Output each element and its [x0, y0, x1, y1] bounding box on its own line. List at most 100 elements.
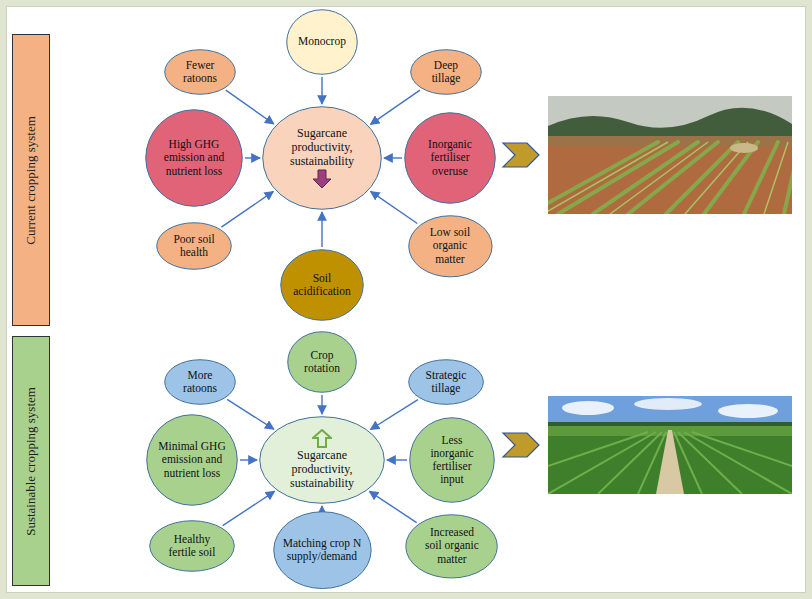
field-photo-current [548, 96, 792, 214]
node-label: Soil acidification [290, 272, 354, 298]
connector-arrow [387, 459, 407, 460]
node-outline [165, 50, 236, 95]
node-label: Minimal GHG emission and nutrient loss [157, 440, 227, 480]
connector-arrow [221, 191, 273, 227]
factor-circle: Crop rotation [287, 331, 357, 393]
node-label: Deep tillage [426, 59, 466, 85]
connector-arrow [321, 506, 322, 509]
node-content: Soil acidification [290, 272, 354, 298]
connector-arrow [227, 399, 274, 429]
node-content: More ratoons [180, 369, 220, 395]
node-outline [13, 337, 50, 586]
node-outline [405, 113, 496, 204]
connector-arrow [223, 491, 275, 525]
node-outline [146, 110, 243, 207]
system-band: Sustainable cropping system [12, 336, 50, 586]
node-outline [260, 417, 385, 504]
node-outline [157, 223, 232, 270]
factor-circle: Inorganic fertiliser overuse [404, 112, 496, 204]
node-outline [165, 360, 236, 405]
factor-ellipse: Healthy fertile soil [149, 520, 235, 572]
factor-ellipse: Low soil organic matter [408, 215, 493, 278]
node-content: High GHG emission and nutrient loss [162, 138, 226, 178]
node-content: Sustainable cropping system [0, 454, 105, 469]
factor-circle: Soil acidification [280, 249, 364, 321]
node-outline [281, 250, 364, 321]
node-label: Crop rotation [301, 349, 343, 375]
connector-arrow [384, 157, 402, 158]
connector-arrow [371, 191, 418, 223]
node-content: Strategic tillage [423, 369, 469, 395]
node-label: Low soil organic matter [425, 226, 475, 266]
node-outline [410, 418, 495, 503]
node-content: Low soil organic matter [425, 226, 475, 266]
node-content: Sugarcane productivity, sustainability [287, 429, 357, 490]
node-content: Fewer ratoons [180, 59, 220, 85]
node-outline [147, 415, 238, 506]
down-arrow-symbol [313, 170, 331, 188]
node-label: Fewer ratoons [180, 59, 220, 85]
chevron-arrow [503, 433, 539, 457]
factor-ellipse: More ratoons [164, 359, 236, 405]
factor-circle: Monocrop [286, 9, 358, 75]
band-label: Current cropping system [24, 116, 39, 245]
node-outline [263, 107, 382, 210]
node-label: Matching crop N supply/demand [281, 537, 363, 563]
chevron-arrow [503, 143, 539, 167]
outcome-ellipse: Sugarcane productivity, sustainability [262, 106, 382, 210]
node-label: Sugarcane productivity, sustainability [287, 449, 357, 490]
factor-ellipse: Increased soil organic matter [405, 514, 498, 579]
factor-circle: Less inorganic fertiliser input [409, 417, 495, 503]
node-outline [409, 360, 484, 405]
factor-circle: Minimal GHG emission and nutrient loss [146, 414, 238, 506]
node-label: Increased soil organic matter [423, 526, 481, 566]
band-label: Sustainable cropping system [24, 387, 39, 536]
node-content: Inorganic fertiliser overuse [424, 138, 476, 178]
node-content: Crop rotation [301, 349, 343, 375]
factor-circle: Matching crop N supply/demand [273, 511, 372, 589]
system-band: Current cropping system [12, 34, 50, 326]
factor-circle: High GHG emission and nutrient loss [145, 109, 243, 207]
node-content: Sugarcane productivity, sustainability [287, 127, 357, 188]
down-arrow-symbol [312, 169, 332, 189]
node-label: Strategic tillage [423, 369, 469, 395]
node-label: Monocrop [292, 35, 352, 48]
connector-arrow [321, 395, 322, 414]
node-content: Healthy fertile soil [166, 533, 218, 559]
factor-ellipse: Fewer ratoons [164, 49, 236, 95]
connector-arrow [321, 77, 322, 104]
factor-ellipse: Deep tillage [410, 49, 482, 95]
connector-arrow [370, 90, 419, 124]
node-label: Less inorganic fertiliser input [427, 434, 477, 487]
node-outline [288, 332, 357, 393]
node-label: Poor soil health [171, 233, 217, 259]
node-outline [411, 50, 482, 95]
outcome-ellipse: Sugarcane productivity, sustainability [259, 416, 385, 504]
node-content: Minimal GHG emission and nutrient loss [157, 440, 227, 480]
connector-arrow [371, 400, 418, 430]
node-label: Inorganic fertiliser overuse [424, 138, 476, 178]
node-label: More ratoons [180, 369, 220, 395]
connector-arrow [226, 90, 274, 124]
node-outline [406, 514, 498, 577]
node-content: Deep tillage [426, 59, 466, 85]
figure-panel [6, 6, 806, 593]
node-content: Current cropping system [0, 173, 95, 188]
connector-arrow [240, 459, 257, 460]
node-content: Monocrop [292, 35, 352, 48]
node-outline [408, 215, 491, 276]
up-arrow-symbol [312, 429, 332, 449]
field-photo-sustainable [548, 396, 792, 494]
node-outline [150, 521, 235, 572]
factor-ellipse: Strategic tillage [408, 359, 484, 405]
node-label: Sugarcane productivity, sustainability [287, 127, 357, 168]
up-arrow-symbol [313, 430, 331, 447]
node-label: High GHG emission and nutrient loss [162, 138, 226, 178]
node-content: Matching crop N supply/demand [281, 537, 363, 563]
connector-arrow [369, 491, 416, 522]
node-outline [13, 35, 50, 326]
